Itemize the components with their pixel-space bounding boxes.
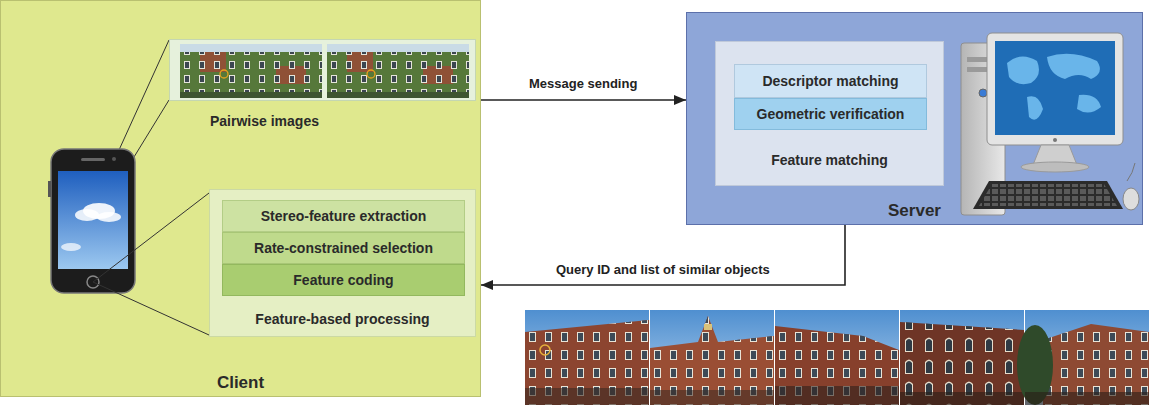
process-box: Rate-constrained selection	[222, 232, 465, 264]
edge-label: Message sending	[529, 76, 637, 92]
result-photo	[525, 310, 649, 405]
process-box: Stereo-feature extraction	[222, 200, 465, 232]
illustration-part	[112, 157, 116, 161]
illustration-part	[327, 44, 469, 98]
process-group: Feature-based processing Stereo-feature e…	[209, 189, 476, 337]
illustration-part	[61, 243, 81, 251]
box-label: Feature coding	[293, 272, 393, 289]
illustration-part	[1123, 188, 1139, 210]
illustration-part	[900, 392, 1024, 405]
result-photo	[1017, 310, 1149, 405]
process-box: Feature coding	[222, 264, 465, 296]
illustration-part	[979, 89, 987, 97]
illustration-part	[540, 345, 550, 355]
image-box: Pairwise images	[169, 39, 476, 101]
illustration-part	[650, 390, 774, 405]
edge-label: Query ID and list of similar objects	[556, 262, 770, 278]
arrow-connector	[481, 99, 686, 101]
server-panel: Server Feature matching Descriptor matchin…	[686, 12, 1143, 225]
illustration-part	[525, 310, 649, 405]
illustration-part	[180, 44, 322, 98]
illustration-part	[48, 181, 51, 197]
illustration-part	[650, 310, 774, 405]
illustration-part	[58, 171, 128, 269]
illustration-part	[1077, 95, 1101, 113]
illustration-part	[1025, 392, 1149, 405]
group-label: Feature matching	[771, 152, 888, 169]
process-group: Feature matching Descriptor matchingGeome…	[715, 41, 944, 186]
illustration-part	[979, 184, 1117, 206]
illustration-part	[900, 322, 1024, 405]
box-label: Descriptor matching	[762, 73, 898, 90]
result-photo	[775, 310, 899, 405]
illustration-part	[1027, 96, 1043, 119]
panel-title: Client	[217, 373, 264, 393]
illustration-part	[973, 181, 1123, 209]
illustration-part	[650, 316, 774, 405]
box-label: Rate-constrained selection	[254, 240, 433, 257]
illustration-part	[97, 212, 121, 222]
illustration-part	[775, 326, 899, 405]
illustration-part	[650, 316, 774, 405]
illustration-part	[525, 320, 649, 405]
process-box: Geometric verification	[734, 98, 927, 130]
illustration-part	[525, 320, 649, 405]
illustration-part	[51, 149, 135, 293]
illustration-part	[1047, 54, 1100, 79]
arrow-connector	[481, 225, 845, 285]
result-photo	[650, 310, 774, 405]
box-label: Geometric verification	[757, 106, 905, 123]
client-panel: Client Pairwise imagesFeature-bas	[0, 0, 481, 397]
illustration-part	[900, 322, 1024, 405]
illustration-part	[81, 158, 105, 161]
illustration-part	[1007, 56, 1039, 84]
illustration-part	[775, 386, 899, 405]
panel-title: Server	[888, 201, 941, 221]
illustration-part	[134, 100, 169, 157]
result-photo	[900, 310, 1024, 405]
box-label: Stereo-feature extraction	[261, 208, 427, 225]
illustration-part	[900, 310, 1024, 405]
pairwise-photos	[170, 40, 477, 102]
illustration-part	[704, 324, 712, 330]
illustration-part	[775, 326, 899, 405]
illustration-part	[987, 33, 1123, 145]
illustration-part	[75, 209, 99, 221]
group-label: Feature-based processing	[255, 311, 429, 328]
illustration-part	[93, 282, 209, 335]
illustration-part	[1127, 163, 1135, 181]
result-photo-strip	[525, 310, 1149, 405]
illustration-part	[525, 388, 649, 405]
illustration-part	[93, 193, 209, 282]
illustration-part	[1053, 138, 1057, 142]
illustration-part	[995, 41, 1115, 135]
group-label: Pairwise images	[210, 113, 319, 130]
illustration-part	[775, 310, 899, 405]
illustration-part	[1021, 162, 1089, 172]
illustration-part	[119, 40, 169, 150]
process-box: Descriptor matching	[734, 64, 927, 98]
